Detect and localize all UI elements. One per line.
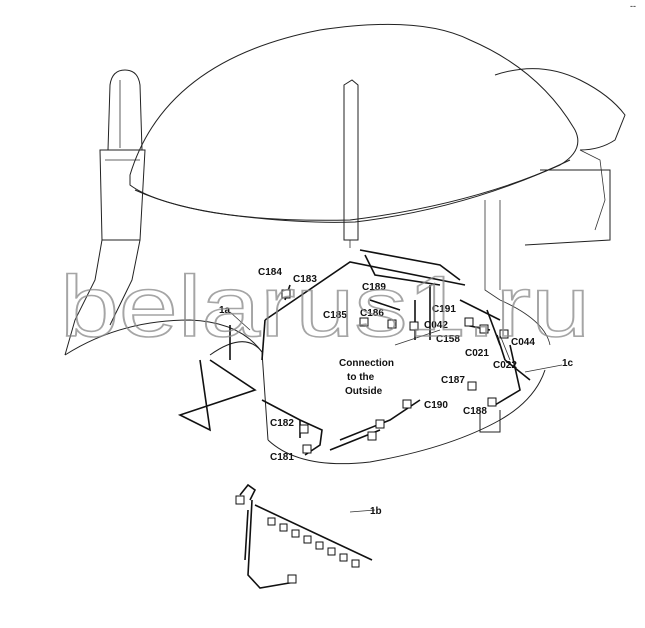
connector-c188 [487, 397, 497, 407]
connector-c187 [467, 381, 477, 391]
harness-1b [239, 483, 376, 589]
connector-1b-7 [339, 553, 348, 562]
connector-c182 [299, 424, 309, 434]
label-1b: 1b [370, 506, 382, 517]
label-c042: C042 [424, 320, 448, 331]
label-c188: C188 [463, 406, 487, 417]
connector-c021 [464, 317, 474, 327]
connector-1b-5 [315, 541, 324, 550]
label-c186: C186 [360, 308, 384, 319]
connector-misc-2 [375, 419, 385, 429]
connector-1b-3 [291, 529, 300, 538]
label-connection-3: Outside [345, 386, 383, 397]
label-1c: 1c [562, 358, 574, 369]
connector-c186 [387, 319, 397, 329]
connector-1b-8 [351, 559, 360, 568]
label-c182: C182 [270, 418, 294, 429]
connector-1b-tail [287, 574, 297, 584]
connector-c185 [359, 317, 369, 327]
label-c187: C187 [441, 375, 465, 386]
cab-floor [64, 299, 551, 465]
label-c158: C158 [436, 334, 460, 345]
label-c022: C022 [493, 360, 517, 371]
label-c184: C184 [258, 267, 282, 278]
connector-1b-end [235, 495, 245, 505]
connector-c042 [409, 321, 419, 331]
label-c183: C183 [293, 274, 317, 285]
label-c185: C185 [323, 310, 347, 321]
watermark: belarus1.ru [60, 259, 590, 355]
connector-1b-6 [327, 547, 336, 556]
corner-mark: ‐- [630, 1, 636, 11]
label-c181: C181 [270, 452, 294, 463]
connector-1b-2 [279, 523, 288, 532]
label-c021: C021 [465, 348, 489, 359]
exhaust-stack [64, 69, 146, 356]
harness-1c [494, 344, 563, 406]
label-c190: C190 [424, 400, 448, 411]
connector-c022 [479, 324, 489, 334]
connector-1b-4 [303, 535, 312, 544]
connector-misc-1 [367, 431, 377, 441]
connector-1b-1 [267, 517, 276, 526]
label-1a: 1a [219, 305, 231, 316]
label-connection-2: to the [347, 372, 375, 383]
cab-roof [129, 23, 626, 301]
connector-c190 [402, 399, 412, 409]
cab-post [343, 79, 359, 248]
label-connection-1: Connection [339, 358, 394, 369]
leader-lines [229, 311, 511, 361]
label-c191: C191 [432, 304, 456, 315]
connector-c044 [499, 329, 509, 339]
connector-c184 [281, 289, 291, 299]
label-c044: C044 [511, 337, 535, 348]
connectors [235, 289, 509, 584]
connector-c181 [302, 444, 312, 454]
label-c189: C189 [362, 282, 386, 293]
labels: C184 C183 C189 C185 C186 C191 C042 C158 … [219, 267, 574, 517]
